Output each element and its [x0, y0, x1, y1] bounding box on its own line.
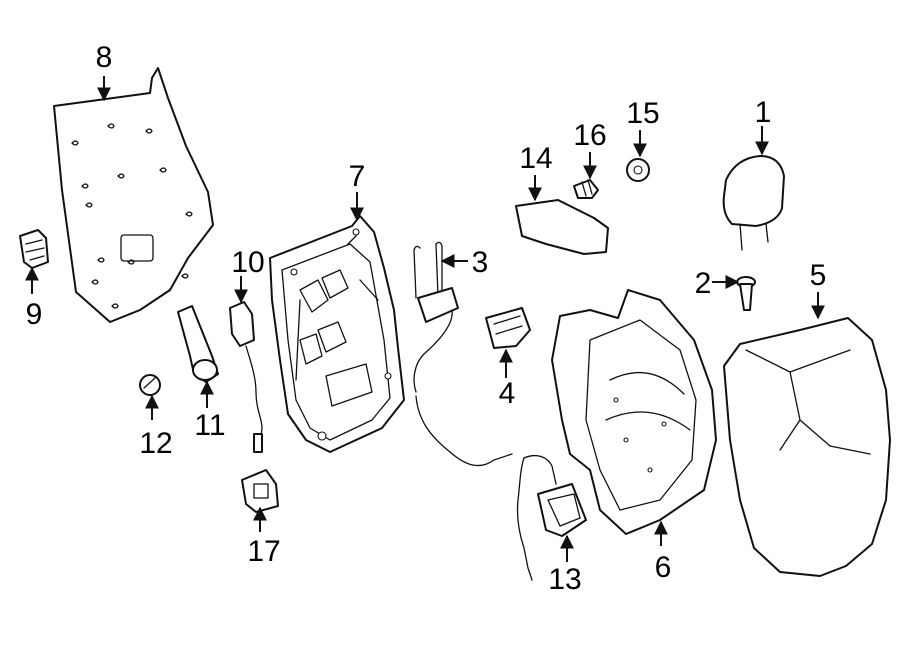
- callout-10: 10: [231, 246, 264, 279]
- part-7-seat-back-frame[interactable]: [269, 215, 405, 453]
- part-14-trim-cover[interactable]: [515, 199, 609, 255]
- callout-15: 15: [626, 97, 659, 130]
- part-2-guide[interactable]: [736, 276, 756, 311]
- callout-16: 16: [573, 119, 606, 152]
- callout-11: 11: [194, 409, 225, 442]
- part-1-headrest[interactable]: [722, 155, 785, 251]
- callout-9: 9: [26, 298, 43, 331]
- callout-17: 17: [247, 535, 280, 568]
- part-4-bracket[interactable]: [485, 307, 531, 349]
- part-11-release-handle[interactable]: [177, 305, 219, 383]
- callout-5: 5: [810, 259, 827, 292]
- leader-arrows: [25, 76, 825, 562]
- callout-14: 14: [519, 142, 552, 175]
- part-8-rear-panel[interactable]: [53, 67, 214, 323]
- callout-1: 1: [755, 96, 772, 129]
- callout-12: 12: [139, 427, 172, 460]
- part-5-seat-back-cover[interactable]: [723, 317, 891, 577]
- part-13-side-module[interactable]: [516, 454, 587, 581]
- part-12-cap[interactable]: [139, 374, 161, 396]
- callout-13: 13: [548, 563, 581, 596]
- part-6-cushion-frame[interactable]: [551, 289, 717, 535]
- part-15-washer[interactable]: [626, 158, 650, 182]
- callout-6: 6: [655, 551, 672, 584]
- part-10-sensor-harness[interactable]: [229, 301, 263, 453]
- part-9-clip[interactable]: [19, 229, 49, 269]
- callout-2: 2: [695, 267, 712, 300]
- callout-4: 4: [499, 377, 516, 410]
- callout-8: 8: [96, 41, 113, 74]
- callout-7: 7: [349, 160, 366, 193]
- part-3-guide-and-cable[interactable]: [413, 241, 513, 467]
- callout-3: 3: [472, 246, 489, 279]
- part-17-clip[interactable]: [241, 469, 279, 513]
- part-16-bolt[interactable]: [573, 179, 599, 199]
